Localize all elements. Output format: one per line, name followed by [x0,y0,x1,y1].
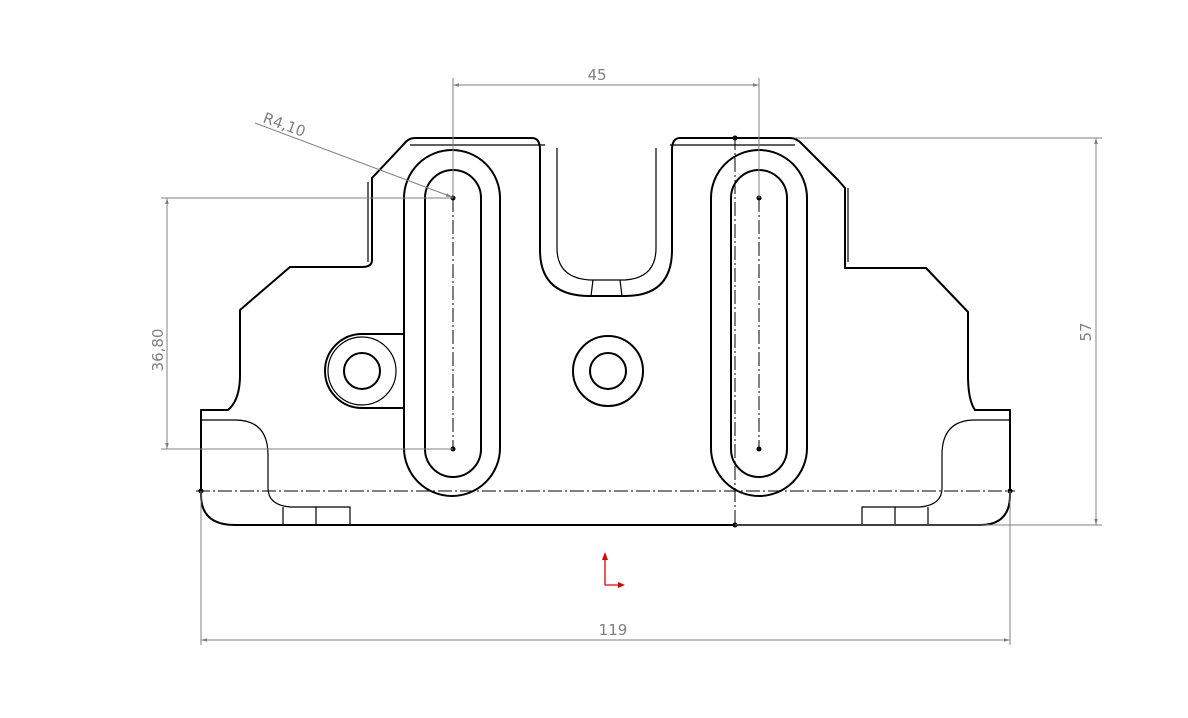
slot-center-point [756,446,762,452]
dimension-label: 45 [587,66,606,84]
dimension-label: 36,80 [149,329,167,372]
dimension-36-80[interactable]: 36,80 [149,197,453,450]
dimension-radius[interactable]: R4,10 [254,109,453,198]
part-inner-edge [201,144,1010,525]
edge-point [732,135,738,141]
left-boss-tab [324,333,404,409]
dimension-label: 57 [1077,322,1095,341]
dimension-label: 119 [599,621,628,639]
left-hole [343,352,381,390]
left-slot-outer [403,149,501,497]
dimension-45[interactable]: 45 [452,66,760,198]
left-boss-ring [327,336,397,406]
dimension-label: R4,10 [261,109,308,141]
center-boss [572,335,644,407]
part-outline [200,137,1011,526]
dimension-57[interactable]: 57 [735,137,1102,526]
center-hole [589,352,627,390]
origin-icon [602,552,625,588]
dimension-119[interactable]: 119 [200,491,1011,645]
